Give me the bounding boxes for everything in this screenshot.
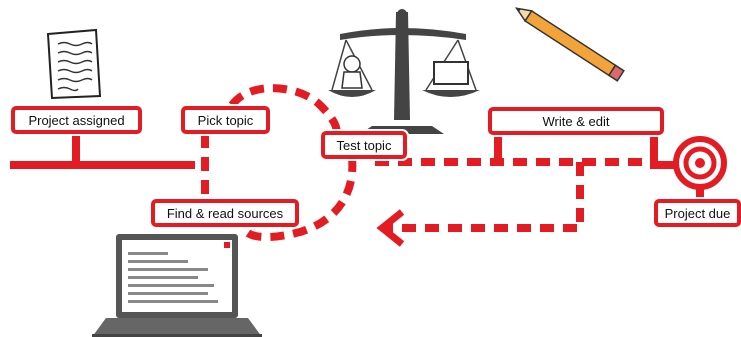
step-project-assigned: Project assigned xyxy=(11,106,142,134)
arrow-head-icon xyxy=(376,209,405,247)
pencil-icon xyxy=(514,7,625,82)
balance-scale-icon xyxy=(328,9,480,134)
step-label: Write & edit xyxy=(542,113,610,129)
step-write-edit: Write & edit xyxy=(488,107,664,135)
step-label: Project due xyxy=(664,205,731,221)
step-pick-topic: Pick topic xyxy=(181,106,270,134)
step-label: Test topic xyxy=(336,137,392,153)
step-label: Find & read sources xyxy=(166,205,284,221)
target-icon xyxy=(673,136,727,207)
step-label: Pick topic xyxy=(197,112,254,128)
step-project-due: Project due xyxy=(654,199,741,227)
document-icon xyxy=(46,28,102,100)
laptop-icon xyxy=(92,234,262,337)
step-find-read-sources: Find & read sources xyxy=(151,199,299,227)
step-label: Project assigned xyxy=(28,112,125,128)
step-test-topic: Test topic xyxy=(321,131,407,159)
